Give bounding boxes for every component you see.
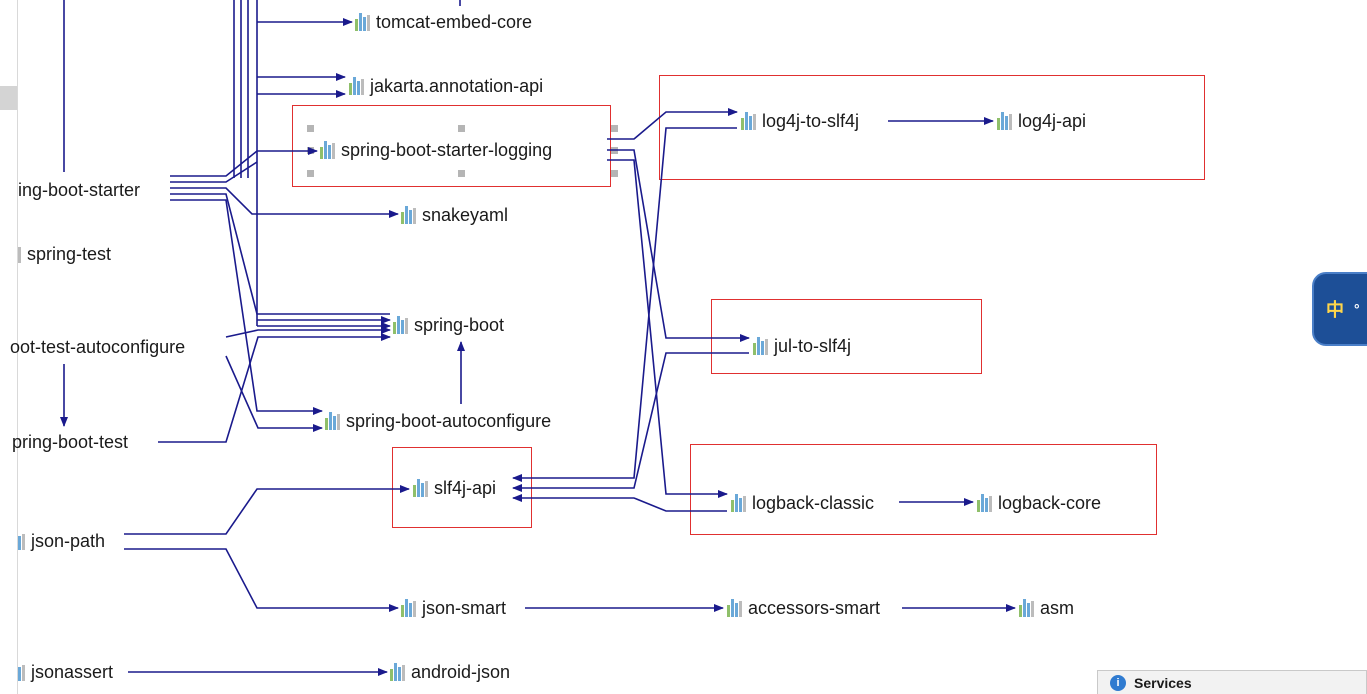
node-label: spring-boot-starter-logging [341,140,553,160]
node-label: logback-core [998,493,1102,513]
node-label: json-path [31,531,106,551]
node-asm[interactable]: asm [1019,598,1074,618]
maven-module-icon [401,206,416,224]
highlight-box-log4j [659,75,1205,180]
node-label: slf4j-api [434,478,497,498]
services-panel-header[interactable]: i Services [1097,670,1367,694]
node-spring-boot-starter[interactable]: ing-boot-starter [18,180,140,200]
node-label: snakeyaml [422,205,509,225]
maven-module-icon [349,77,364,95]
maven-module-icon [997,112,1012,130]
node-jakarta-annotation-api[interactable]: jakarta.annotation-api [349,76,543,96]
node-tomcat-embed-core[interactable]: tomcat-embed-core [355,12,532,32]
highlight-box-jul-to-slf4j [711,299,982,374]
node-label: json-smart [422,598,507,618]
dependency-edges [60,0,1016,676]
maven-module-icon [325,412,340,430]
maven-module-icon [741,112,756,130]
node-jul-to-slf4j[interactable]: jul-to-slf4j [753,336,851,356]
maven-module-icon [753,337,768,355]
services-panel-title: Services [1134,674,1192,691]
maven-module-icon [393,316,408,334]
ime-language-label: 中 [1326,300,1344,320]
node-label: spring-test [27,244,112,264]
gutter-marker [0,86,17,110]
node-label: jakarta.annotation-api [370,76,544,96]
node-json-smart[interactable]: json-smart [401,598,506,618]
maven-module-icon [18,245,21,263]
node-label: accessors-smart [748,598,881,618]
maven-module-icon [320,141,335,159]
maven-module-icon [401,599,416,617]
node-logback-core[interactable]: logback-core [977,493,1101,513]
node-spring-test[interactable]: spring-test [18,244,111,264]
maven-module-icon [18,663,25,681]
maven-module-icon [355,13,370,31]
node-spring-boot-starter-logging[interactable]: spring-boot-starter-logging [320,140,552,160]
node-label: asm [1040,598,1075,618]
node-json-path[interactable]: json-path [18,531,105,551]
maven-module-icon [977,494,992,512]
node-slf4j-api[interactable]: slf4j-api [413,478,496,498]
highlight-box-logback [690,444,1157,535]
node-android-json[interactable]: android-json [390,662,510,682]
info-icon: i [1110,674,1126,691]
ime-punctuation-mode: ° [1354,301,1360,317]
node-label: tomcat-embed-core [376,12,533,32]
node-label: pring-boot-test [12,432,129,452]
maven-module-icon [1019,599,1034,617]
node-label: ing-boot-starter [18,180,141,200]
node-log4j-to-slf4j[interactable]: log4j-to-slf4j [741,111,859,131]
node-label: jul-to-slf4j [774,336,852,356]
node-log4j-api[interactable]: log4j-api [997,111,1086,131]
node-label: log4j-to-slf4j [762,111,860,131]
ime-indicator[interactable]: 中 ° [1312,272,1367,346]
node-label: logback-classic [752,493,875,513]
node-label: spring-boot-autoconfigure [346,411,552,431]
node-label: oot-test-autoconfigure [10,337,186,357]
node-logback-classic[interactable]: logback-classic [731,493,874,513]
left-gutter [0,0,18,694]
node-label: android-json [411,662,511,682]
maven-module-icon [390,663,405,681]
node-label: log4j-api [1018,111,1087,131]
maven-module-icon [727,599,742,617]
highlight-box-spring-boot-starter-logging [292,105,611,187]
maven-module-icon [18,532,25,550]
node-jsonassert[interactable]: jsonassert [18,662,113,682]
node-spring-boot-test-autoconfigure[interactable]: oot-test-autoconfigure [10,337,185,357]
node-spring-boot-autoconfigure[interactable]: spring-boot-autoconfigure [325,411,551,431]
node-label: spring-boot [414,315,505,335]
maven-module-icon [413,479,428,497]
node-accessors-smart[interactable]: accessors-smart [727,598,880,618]
node-label: jsonassert [31,662,114,682]
node-spring-boot[interactable]: spring-boot [393,315,504,335]
node-spring-boot-test[interactable]: pring-boot-test [12,432,128,452]
node-snakeyaml[interactable]: snakeyaml [401,205,508,225]
maven-module-icon [731,494,746,512]
